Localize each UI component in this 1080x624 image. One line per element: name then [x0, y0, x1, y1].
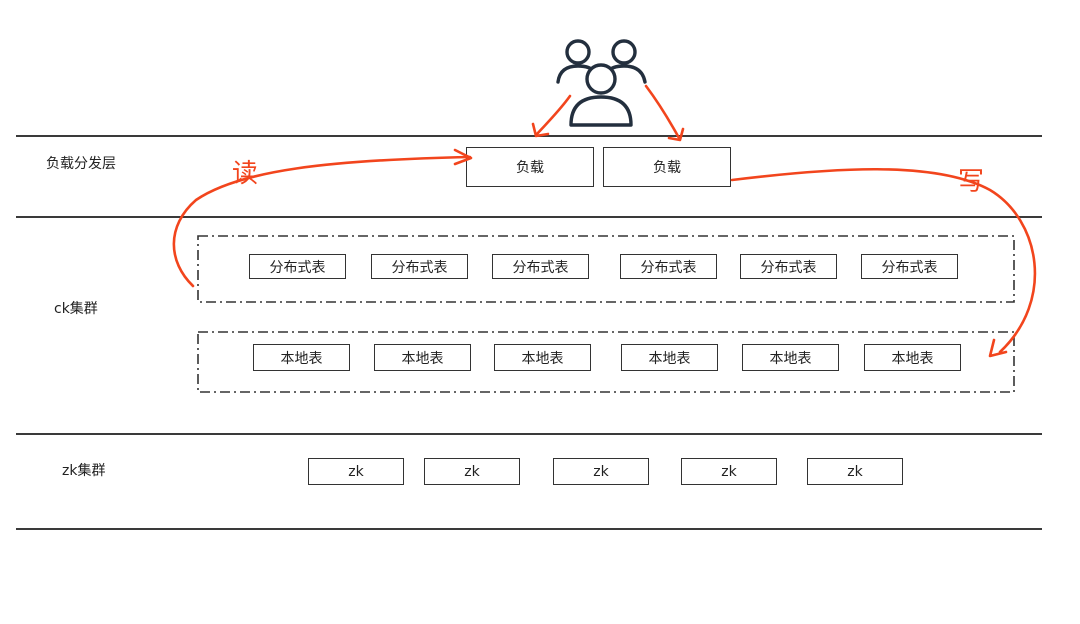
distributed-table: 分布式表 [861, 254, 958, 279]
read-annotation: 读 [232, 159, 258, 189]
write-annotation: 写 [958, 167, 984, 197]
zk-node: zk [553, 458, 649, 485]
local-table: 本地表 [374, 344, 471, 371]
users-group-icon [556, 39, 647, 127]
layer-label-ck: ck集群 [54, 301, 98, 317]
layer-divider-ck-zk [16, 433, 1042, 435]
zk-node: zk [807, 458, 903, 485]
layer-label-lb: 负载分发层 [46, 156, 116, 172]
lb-node: 负载 [466, 147, 594, 187]
distributed-table: 分布式表 [492, 254, 589, 279]
local-table: 本地表 [494, 344, 591, 371]
local-table: 本地表 [864, 344, 961, 371]
layer-divider-top [16, 135, 1042, 137]
local-table: 本地表 [621, 344, 718, 371]
distributed-table: 分布式表 [740, 254, 837, 279]
lb-node: 负载 [603, 147, 731, 187]
user-to-lb-arrow [535, 94, 572, 136]
local-table: 本地表 [742, 344, 839, 371]
zk-node: zk [308, 458, 404, 485]
zk-node: zk [681, 458, 777, 485]
annotation-arrows [172, 84, 1037, 358]
user-to-lb2-arrow [644, 84, 681, 140]
distributed-table: 分布式表 [620, 254, 717, 279]
layer-label-zk: zk集群 [62, 463, 106, 479]
write-arrowhead [988, 338, 1008, 358]
distributed-table: 分布式表 [249, 254, 346, 279]
distributed-table: 分布式表 [371, 254, 468, 279]
layer-divider-lb-ck [16, 216, 1042, 218]
layer-divider-bottom [16, 528, 1042, 530]
zk-node: zk [424, 458, 520, 485]
local-table: 本地表 [253, 344, 350, 371]
